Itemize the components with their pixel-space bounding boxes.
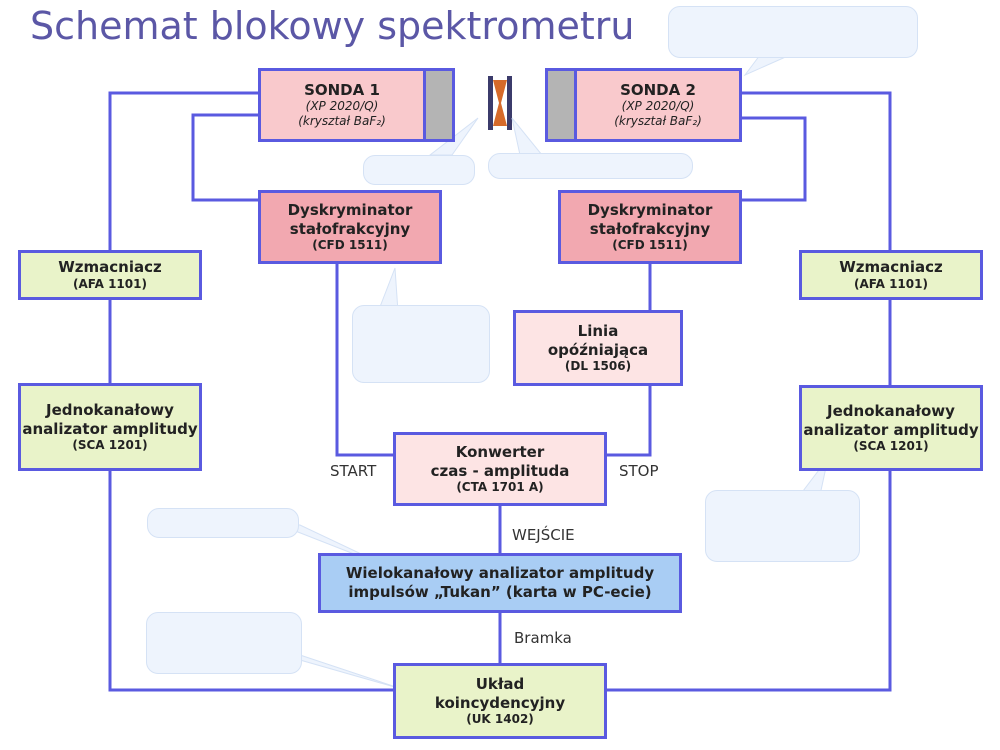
amplifier-right-box: Wzmacniacz (AFA 1101) [799, 250, 983, 300]
cfd-1-line1: Dyskryminator [287, 200, 413, 219]
annotation-bubble-coincidence [146, 612, 302, 674]
stop-label: STOP [619, 462, 659, 480]
tac-box: Konwerter czas - amplituda (CTA 1701 A) [393, 432, 607, 506]
annotation-bubble-cfd [352, 305, 490, 383]
annotation-bubble-top-right [668, 6, 918, 58]
probe-1-model: (XP 2020/Q) [305, 99, 379, 114]
line-sca-left-to-coinc [108, 470, 395, 692]
start-label: START [330, 462, 377, 480]
line-delay-to-tac-stop [605, 385, 652, 457]
probe-1-box: SONDA 1 (XP 2020/Q) (kryształ BaF₂) [258, 68, 426, 142]
sca-right-line2: analizator amplitudy [803, 420, 979, 439]
cfd-2-box: Dyskryminator stałofrakcyjny (CFD 1511) [558, 190, 742, 264]
sca-right-line1: Jednokanałowy [827, 401, 955, 420]
probe-2-crystal-block [545, 68, 577, 142]
annotation-bubble-source [488, 153, 693, 179]
tac-code: (CTA 1701 A) [456, 480, 544, 495]
radioactive-source-icon [488, 76, 512, 130]
annotation-bubble-sca [705, 490, 860, 562]
amplifier-left-code: (AFA 1101) [73, 276, 147, 291]
line-sca-right-to-coinc [605, 470, 892, 692]
line-sonda1-to-amp-left [108, 91, 258, 250]
probe-2-crystal: (kryształ BaF₂) [614, 114, 702, 129]
sca-left-line1: Jednokanałowy [46, 400, 174, 419]
input-label: WEJŚCIE [512, 526, 575, 544]
page-title: Schemat blokowy spektrometru [30, 4, 635, 48]
coincidence-line2: koincydencyjny [434, 693, 566, 712]
cfd-1-line2: stałofrakcyjny [289, 219, 411, 238]
line-sonda2-to-amp-right [740, 91, 892, 250]
cfd-2-line2: stałofrakcyjny [589, 219, 711, 238]
delay-line-line1: Linia [577, 321, 619, 340]
probe-2-box: SONDA 2 (XP 2020/Q) (kryształ BaF₂) [574, 68, 742, 142]
sca-left-code: (SCA 1201) [72, 438, 148, 453]
cfd-1-code: (CFD 1511) [312, 238, 388, 253]
amplifier-left-box: Wzmacniacz (AFA 1101) [18, 250, 202, 300]
probe-2-model: (XP 2020/Q) [621, 99, 695, 114]
mca-box: Wielokanałowy analizator amplitudy impul… [318, 553, 682, 613]
gate-label: Bramka [514, 629, 572, 647]
sca-right-box: Jednokanałowy analizator amplitudy (SCA … [799, 385, 983, 471]
line-sonda1-to-cfd1 [191, 113, 258, 202]
cfd-2-code: (CFD 1511) [612, 238, 688, 253]
sca-right-code: (SCA 1201) [853, 439, 929, 454]
coincidence-box: Układ koincydencyjny (UK 1402) [393, 663, 607, 739]
cfd-1-box: Dyskryminator stałofrakcyjny (CFD 1511) [258, 190, 442, 264]
delay-line-line2: opóźniająca [547, 340, 649, 359]
sca-left-line2: analizator amplitudy [22, 419, 198, 438]
line-sonda2-to-cfd2 [740, 116, 807, 202]
amplifier-right-code: (AFA 1101) [854, 276, 928, 291]
amplifier-right-name: Wzmacniacz [839, 258, 943, 277]
probe-1-crystal-block [423, 68, 455, 142]
annotation-bubble-crystal [363, 155, 475, 185]
line-cfd1-to-tac-start [335, 262, 395, 457]
coincidence-line1: Układ [475, 674, 525, 693]
delay-line-code: (DL 1506) [564, 359, 632, 374]
sca-left-box: Jednokanałowy analizator amplitudy (SCA … [18, 383, 202, 471]
amplifier-left-name: Wzmacniacz [58, 258, 162, 277]
tac-line2: czas - amplituda [430, 461, 570, 480]
probe-2-name: SONDA 2 [620, 80, 696, 99]
delay-line-box: Linia opóźniająca (DL 1506) [513, 310, 683, 386]
tac-line1: Konwerter [455, 442, 545, 461]
annotation-bubble-mca [147, 508, 299, 538]
probe-1-name: SONDA 1 [304, 80, 380, 99]
coincidence-code: (UK 1402) [466, 712, 534, 727]
probe-1-crystal: (kryształ BaF₂) [298, 114, 386, 129]
cfd-2-line1: Dyskryminator [587, 200, 713, 219]
mca-line2: impulsów „Tukan” (karta w PC-ecie) [348, 583, 652, 601]
mca-line1: Wielokanałowy analizator amplitudy [345, 564, 655, 583]
